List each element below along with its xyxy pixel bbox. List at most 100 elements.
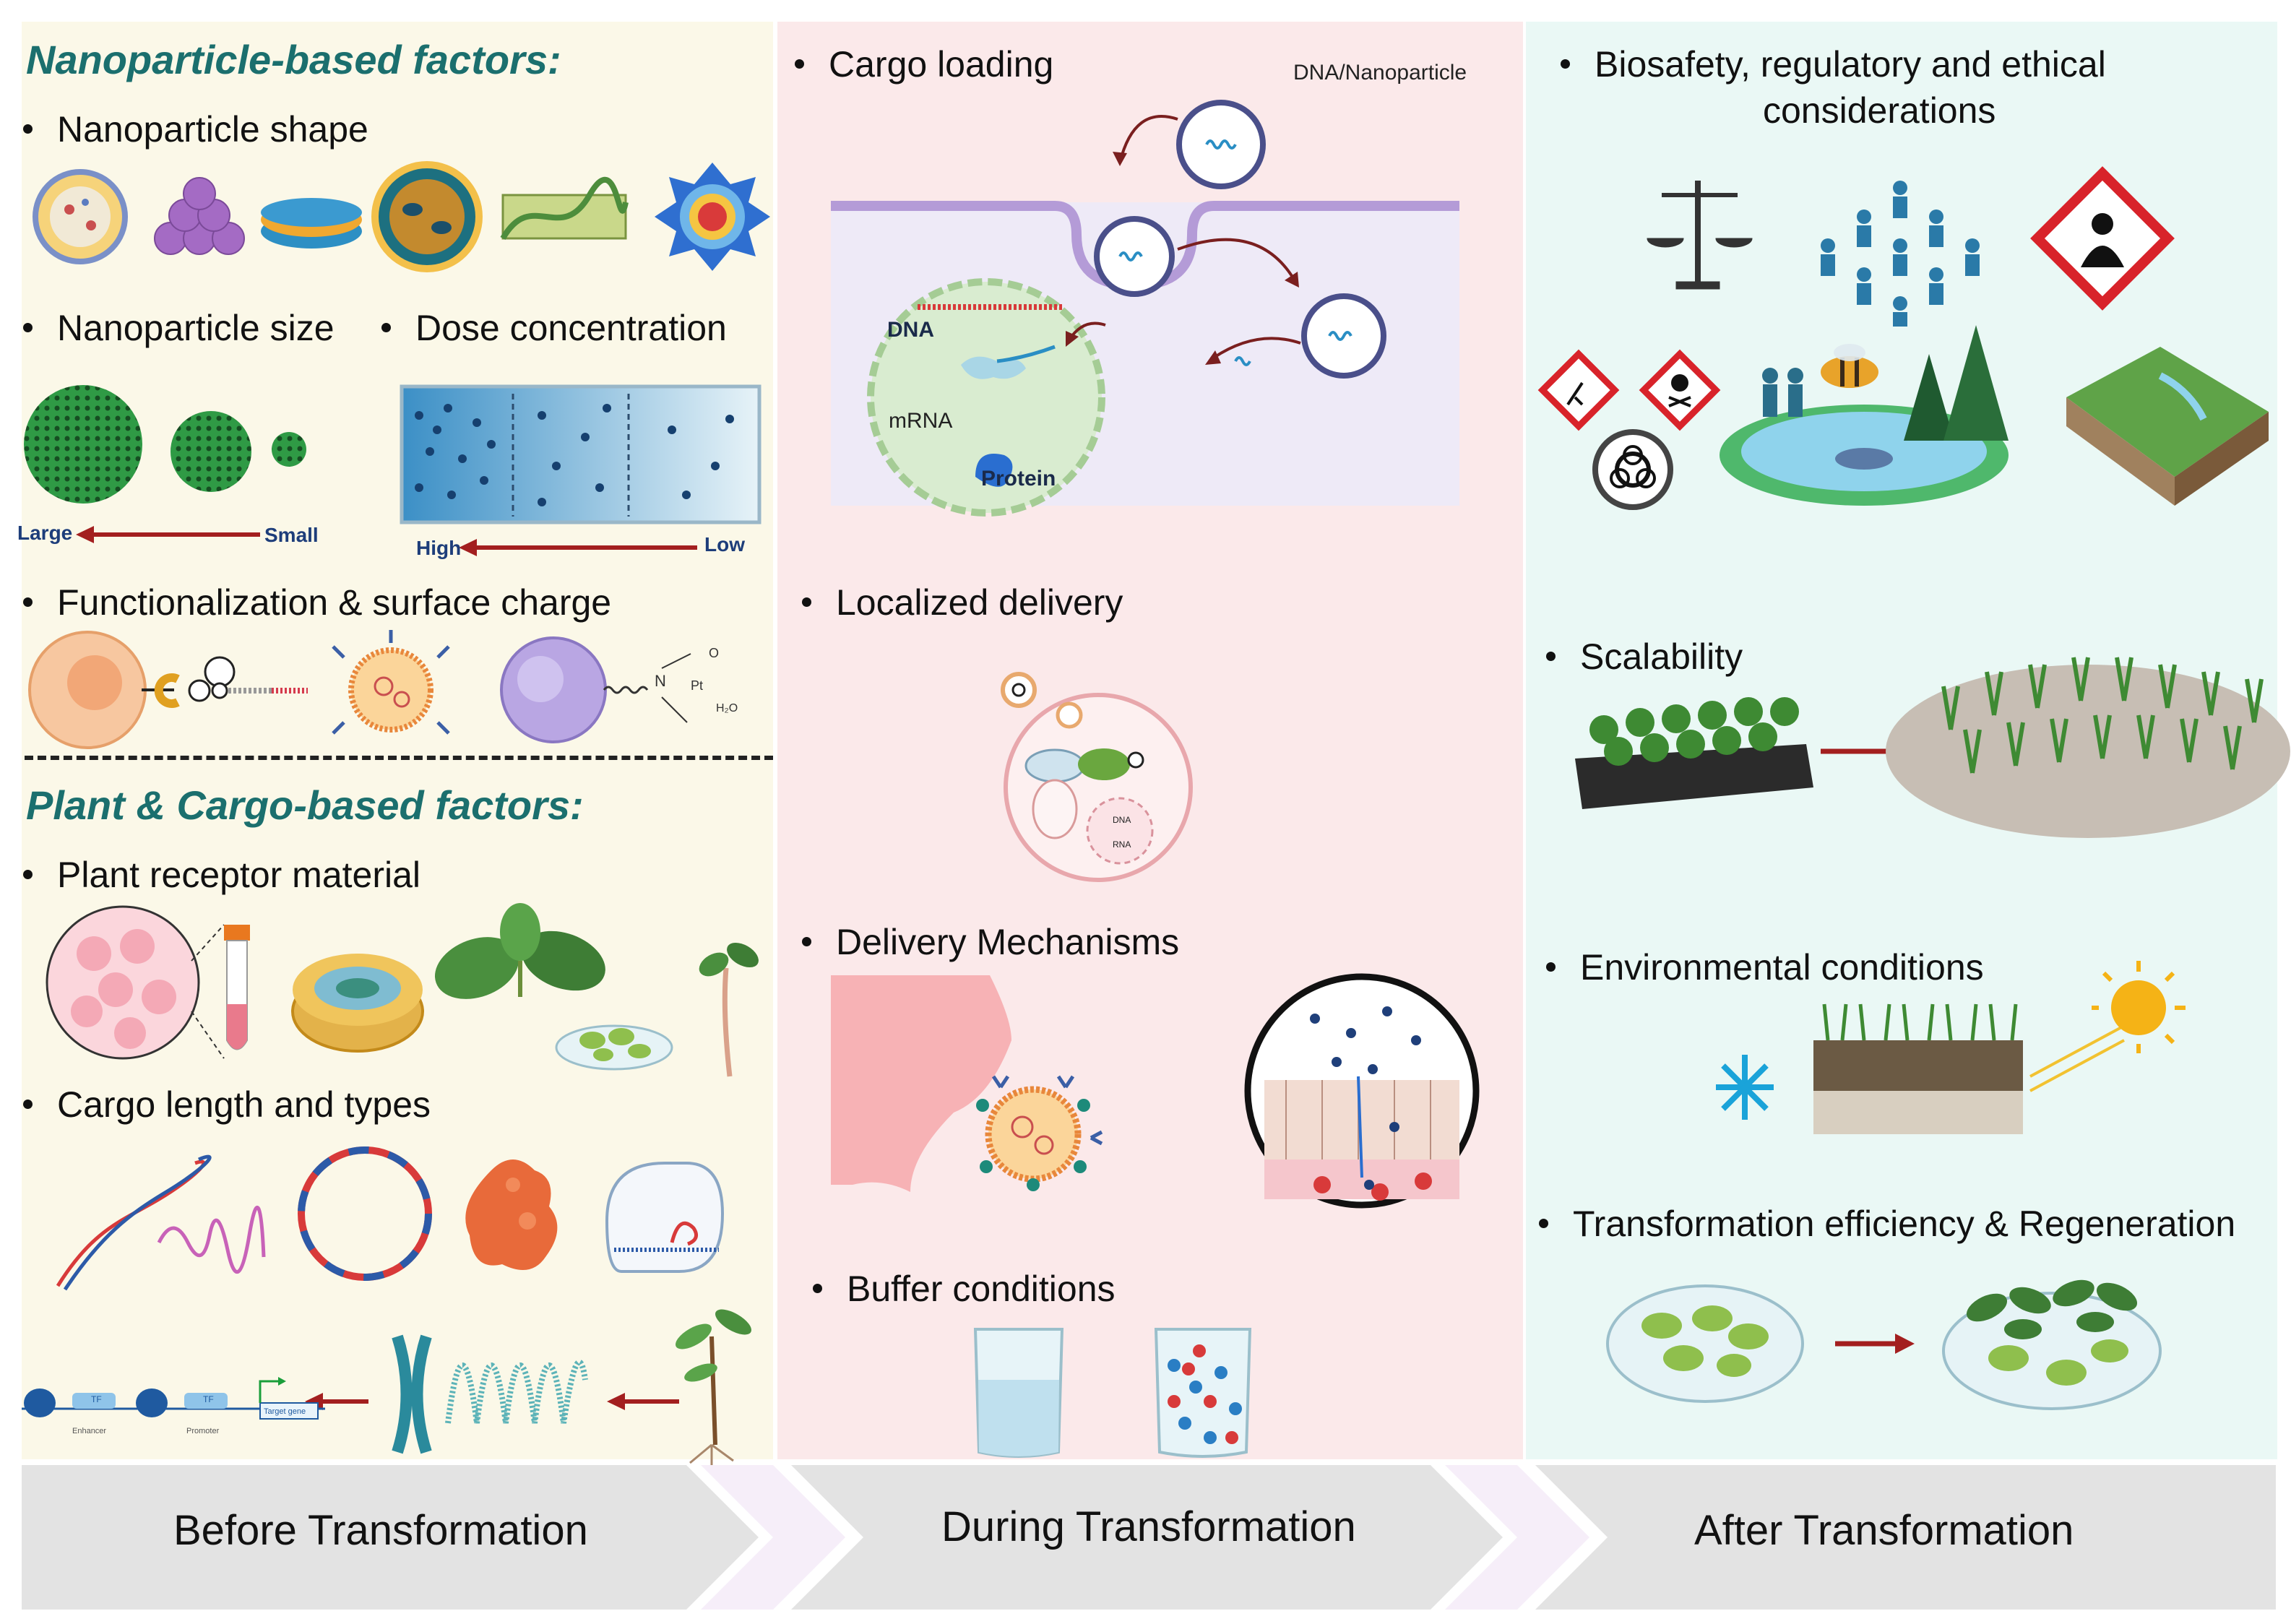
gene-tf-label-2: TF <box>203 1394 214 1404</box>
nanodisk-icon <box>261 198 362 249</box>
bullet-delivery-mechanisms: Delivery Mechanisms <box>802 921 1179 963</box>
nanoparticle-factors-heading: Nanoparticle-based factors: <box>26 37 561 82</box>
bullet-buffer-conditions: Buffer conditions <box>813 1268 1116 1310</box>
dna-small-label: DNA <box>1113 815 1131 825</box>
biohazard-icon <box>1592 429 1673 510</box>
phase-during-label: During Transformation <box>941 1503 1356 1550</box>
phase-after-chevron <box>1535 1465 2276 1610</box>
snowflake-icon <box>1716 1055 1774 1120</box>
svg-text:N: N <box>655 672 666 690</box>
leaves-icon <box>434 903 605 999</box>
gene-diagram <box>22 1377 325 1420</box>
dna-nanoparticle-label: DNA/Nanoparticle <box>1293 61 1467 85</box>
sun-icon <box>2092 961 2186 1053</box>
crispr-icon <box>605 1162 725 1273</box>
grass-field-icon <box>1886 657 2290 838</box>
bullet-nanoparticle-size: Nanoparticle size <box>23 307 335 349</box>
plant-cargo-factors-heading: Plant & Cargo-based factors: <box>26 782 584 828</box>
cargo-type-icons <box>56 1146 725 1291</box>
environmental-diagram <box>1716 961 2186 1134</box>
targeted-nanoparticle-icon <box>976 1075 1103 1191</box>
protein-label: Protein <box>981 467 1056 491</box>
toxic-icon <box>1639 349 1721 431</box>
stem-section-icon <box>291 954 424 1053</box>
nanoparticle-size-icons <box>24 385 306 504</box>
petri-dish-icon <box>1606 1284 1804 1403</box>
buffer-icons <box>973 1328 1252 1458</box>
bullet-localized-delivery: Localized delivery <box>802 582 1123 623</box>
chromatin-icon <box>445 1359 588 1424</box>
bullet-cargo-loading: Cargo loading <box>795 43 1053 85</box>
tissue-barrier-icon <box>1244 973 1480 1209</box>
biosafety-line-2: considerations <box>1763 90 1996 131</box>
dose-arrow <box>459 539 697 556</box>
dose-high-label: High <box>416 537 462 559</box>
plant-receptor-icons <box>46 903 759 1077</box>
bullet-nanoparticle-shape: Nanoparticle shape <box>23 108 368 150</box>
nanotube-icon <box>500 176 629 240</box>
phase-before-chevron <box>22 1465 759 1610</box>
people-network-icon <box>1821 181 1980 327</box>
people-icon <box>1762 368 1803 417</box>
rna-small-label: RNA <box>1113 839 1131 850</box>
functionalization-icons: N Pt O H₂O <box>28 630 738 749</box>
gene-tf-label-1: TF <box>91 1394 102 1404</box>
nanoparticle-carrier-icon <box>1176 100 1266 189</box>
clear-beaker-icon <box>973 1328 1064 1458</box>
particle-beaker-icon <box>1154 1328 1252 1458</box>
size-small-label: Small <box>264 524 319 546</box>
plasmid-icon <box>298 1146 432 1281</box>
protein-icon <box>465 1159 558 1270</box>
nanocapsule-icon <box>371 161 483 272</box>
dose-container <box>400 384 761 524</box>
cell-culture-icon <box>46 905 225 1060</box>
environment-hazard-icon <box>1537 349 1620 431</box>
size-arrow <box>76 526 260 543</box>
aptamer-icon <box>142 656 308 708</box>
gene-regulation-icons <box>22 1309 751 1465</box>
cargo-loading-diagram <box>831 100 1459 517</box>
bullet-cargo-length: Cargo length and types <box>23 1084 431 1126</box>
seedling-tray-icon <box>1575 697 1813 809</box>
released-particle-icon <box>1301 293 1386 379</box>
terrain-icon <box>2066 347 2269 506</box>
gene-promoter-label: Promoter <box>186 1427 220 1435</box>
scalability-diagram <box>1575 657 2290 838</box>
trees-icon <box>1904 325 2009 441</box>
bullet-scalability: Scalability <box>1546 636 1743 678</box>
bullet-environmental: Environmental conditions <box>1546 946 1984 988</box>
health-hazard-icon <box>2030 166 2175 311</box>
biosafety-icons <box>1537 166 2269 510</box>
svg-text:Pt: Pt <box>691 678 703 693</box>
gene-target-label: Target gene <box>264 1407 306 1416</box>
phase-after-label: After Transformation <box>1694 1507 2074 1554</box>
endocytosed-particle-icon <box>1094 216 1175 297</box>
liposome-icon <box>332 630 450 735</box>
bee-icon <box>1821 344 1878 388</box>
delivery-mechanisms-diagram <box>831 973 1480 1209</box>
tube-icon <box>224 925 250 1050</box>
dna-label: DNA <box>887 318 934 342</box>
functionalized-sphere-icon: N Pt O H₂O <box>500 636 738 743</box>
nanoparticle-cluster-icon <box>154 177 245 255</box>
plant-icon <box>676 1309 751 1465</box>
seedling-icon <box>699 942 759 1077</box>
svg-text:O: O <box>709 646 719 660</box>
chromosome-icon <box>392 1334 432 1454</box>
mrna-label: mRNA <box>889 409 953 433</box>
scales-icon <box>1647 181 1753 290</box>
dose-low-label: Low <box>704 533 745 556</box>
soil-section-icon <box>1813 1003 2023 1134</box>
bullet-biosafety: Biosafety, regulatory and ethical <box>1561 43 2106 85</box>
nanoparticle-shapes <box>33 161 770 272</box>
bullet-dose-concentration: Dose concentration <box>381 307 727 349</box>
regeneration-diagram <box>1606 1279 2162 1410</box>
svg-text:H₂O: H₂O <box>716 702 738 714</box>
dna-strand-icon <box>56 1154 212 1291</box>
phase-before-label: Before Transformation <box>173 1507 588 1554</box>
phase-during-chevron <box>791 1465 1503 1610</box>
bullet-transformation-efficiency: Transformation efficiency & Regeneration <box>1539 1203 2235 1245</box>
gene-enhancer-label: Enhancer <box>72 1427 107 1435</box>
regenerated-plants-dish-icon <box>1942 1279 2162 1410</box>
size-large-label: Large <box>17 522 73 544</box>
